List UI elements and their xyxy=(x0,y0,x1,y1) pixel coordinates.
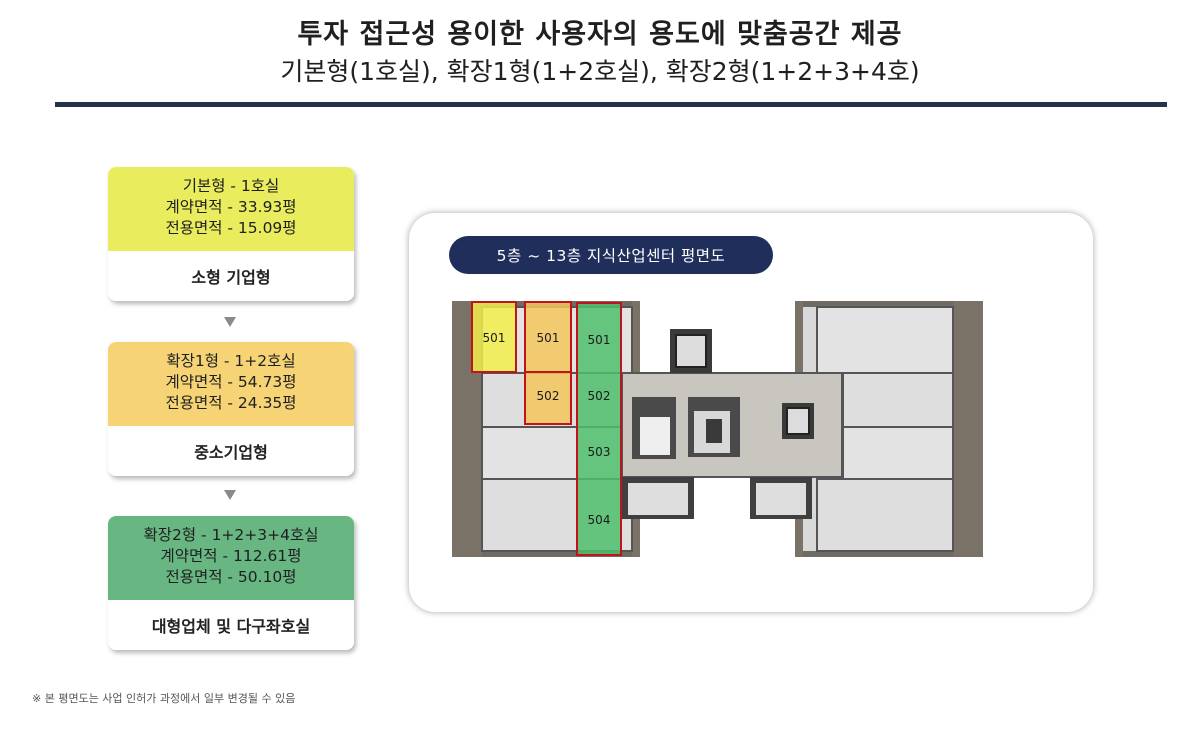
card-ext2-contract-area: 계약면적 - 112.61평 xyxy=(160,547,302,565)
unit-504-ext2-label: 504 xyxy=(588,513,611,527)
unit-502-ext1 xyxy=(524,371,572,425)
type-card-basic: 기본형 - 1호실 계약면적 - 33.93평 전용면적 - 15.09평 소형… xyxy=(108,167,354,301)
card-ext2-target: 대형업체 및 다구좌호실 xyxy=(108,600,354,650)
card-ext1-details: 확장1형 - 1+2호실 계약면적 - 54.73평 전용면적 - 24.35평 xyxy=(108,342,354,426)
unit-501-ext1 xyxy=(524,301,572,373)
unit-501-ext1-label: 501 xyxy=(537,331,560,345)
down-arrow-icon xyxy=(224,490,236,500)
card-basic-exclusive-area: 전용면적 - 15.09평 xyxy=(165,219,297,237)
unit-502-ext1-label: 502 xyxy=(537,389,560,403)
title-divider xyxy=(55,102,1167,107)
card-ext2-type: 확장2형 - 1+2+3+4호실 xyxy=(143,526,319,544)
card-basic-details: 기본형 - 1호실 계약면적 - 33.93평 전용면적 - 15.09평 xyxy=(108,167,354,251)
card-ext1-exclusive-area: 전용면적 - 24.35평 xyxy=(165,394,297,412)
floorplan-image: 501 501 502 501 502 503 504 xyxy=(452,301,983,557)
footnote: ※ 본 평면도는 사업 인허가 과정에서 일부 변경될 수 있음 xyxy=(32,692,296,705)
type-card-ext1: 확장1형 - 1+2호실 계약면적 - 54.73평 전용면적 - 24.35평… xyxy=(108,342,354,476)
down-arrow-icon xyxy=(224,317,236,327)
unit-502-ext2-label: 502 xyxy=(588,389,611,403)
floorplan-caption: 5층 ~ 13층 지식산업센터 평면도 xyxy=(449,236,773,274)
card-basic-target: 소형 기업형 xyxy=(108,251,354,301)
unit-501-ext2-label: 501 xyxy=(588,333,611,347)
card-ext1-type: 확장1형 - 1+2호실 xyxy=(166,352,296,370)
card-ext2-details: 확장2형 - 1+2+3+4호실 계약면적 - 112.61평 전용면적 - 5… xyxy=(108,516,354,600)
type-card-ext2: 확장2형 - 1+2+3+4호실 계약면적 - 112.61평 전용면적 - 5… xyxy=(108,516,354,650)
unit-501-basic xyxy=(471,301,517,373)
unit-ext2-column xyxy=(576,302,622,556)
unit-503-ext2-label: 503 xyxy=(588,445,611,459)
card-ext1-target: 중소기업형 xyxy=(108,426,354,476)
unit-501-basic-label: 501 xyxy=(483,331,506,345)
card-basic-type: 기본형 - 1호실 xyxy=(182,177,280,195)
card-ext2-exclusive-area: 전용면적 - 50.10평 xyxy=(165,568,297,586)
page-subtitle: 기본형(1호실), 확장1형(1+2호실), 확장2형(1+2+3+4호) xyxy=(280,57,920,86)
page-title: 투자 접근성 용이한 사용자의 용도에 맞춤공간 제공 xyxy=(297,19,903,50)
card-basic-contract-area: 계약면적 - 33.93평 xyxy=(165,198,297,216)
card-ext1-contract-area: 계약면적 - 54.73평 xyxy=(165,373,297,391)
